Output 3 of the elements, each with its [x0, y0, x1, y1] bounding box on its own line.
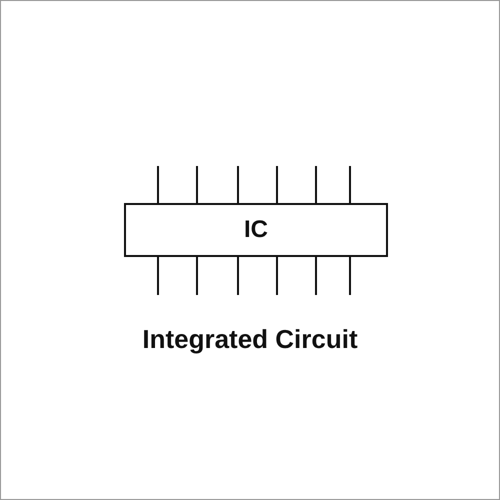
chip-label: IC [244, 216, 268, 244]
caption: Integrated Circuit [142, 324, 358, 354]
chip-body [124, 203, 388, 257]
